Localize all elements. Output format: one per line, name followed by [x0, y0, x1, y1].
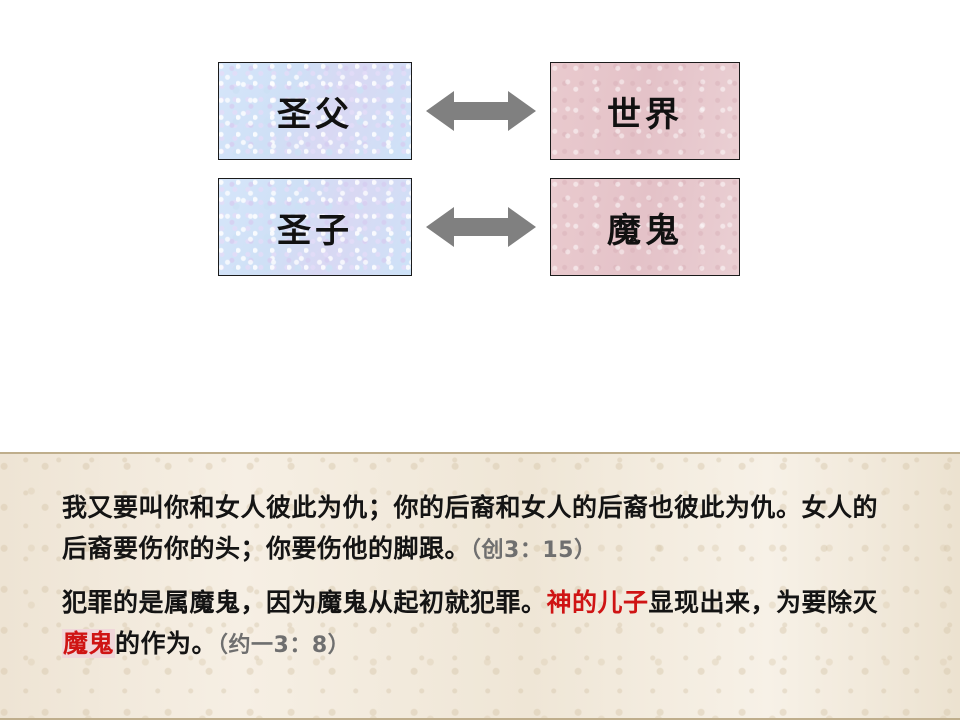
verse-highlight-son-of-god: 神的儿子 [546, 588, 649, 617]
verse-highlight-devil: 魔鬼 [62, 628, 116, 658]
node-world: 世界 [550, 62, 740, 160]
verse-text-part-2: 显现出来，为要除灭 [648, 588, 879, 617]
scripture-panel: 我又要叫你和女人彼此为仇；你的后裔和女人的后裔也彼此为仇。女人的后裔要伤你的头；… [0, 452, 960, 720]
double-arrow-icon-father-world [426, 91, 536, 131]
node-holy-son-label: 圣子 [277, 210, 353, 251]
node-holy-son: 圣子 [218, 178, 412, 276]
verse-text: 我又要叫你和女人彼此为仇；你的后裔和女人的后裔也彼此为仇。女人的后裔要伤你的头；… [62, 493, 879, 563]
node-holy-father-label: 圣父 [277, 94, 353, 135]
node-holy-father: 圣父 [218, 62, 412, 160]
verse-reference: （约一3：8） [217, 632, 351, 658]
node-devil-label: 魔鬼 [607, 210, 683, 251]
relationship-diagram: 圣父 世界 圣子 魔鬼 [218, 62, 740, 276]
verse-genesis-3-15: 我又要叫你和女人彼此为仇；你的后裔和女人的后裔也彼此为仇。女人的后裔要伤你的头；… [62, 488, 898, 569]
verse-reference: （创3：15） [470, 537, 597, 563]
node-devil: 魔鬼 [550, 178, 740, 276]
verse-text-part-1: 犯罪的是属魔鬼，因为魔鬼从起初就犯罪。 [62, 588, 547, 617]
double-arrow-icon-son-devil [426, 207, 536, 247]
verse-text-part-3: 的作为。 [115, 628, 218, 658]
node-world-label: 世界 [607, 94, 683, 135]
verse-1-john-3-8: 犯罪的是属魔鬼，因为魔鬼从起初就犯罪。神的儿子显现出来，为要除灭魔鬼的作为。（约… [62, 583, 898, 664]
